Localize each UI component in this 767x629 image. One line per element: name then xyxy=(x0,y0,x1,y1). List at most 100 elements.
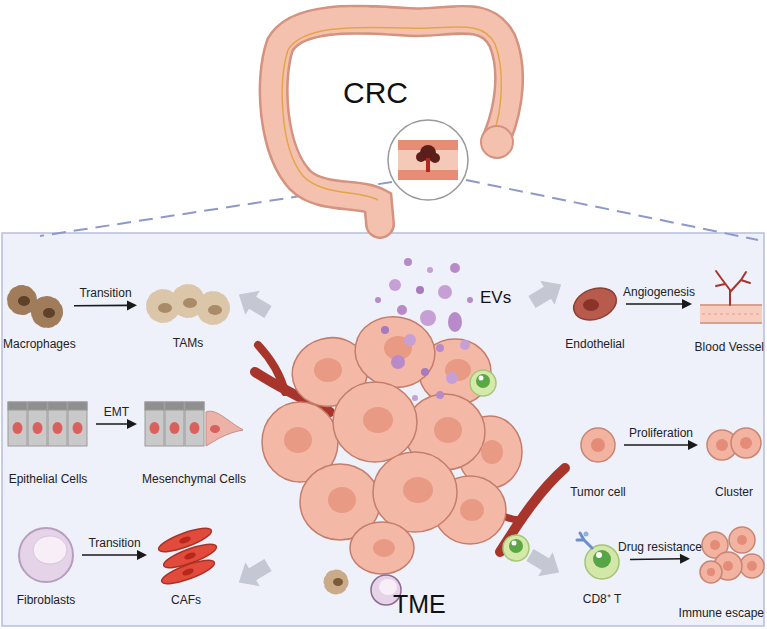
cell-label: TAMs xyxy=(173,336,203,350)
zoom-circle-part xyxy=(388,120,468,200)
small-macrophage-part xyxy=(333,578,343,586)
mesenchymal-cell-part xyxy=(145,402,164,446)
cell-label: CAFs xyxy=(171,593,201,607)
epithelial-cell-part xyxy=(8,402,27,446)
colon-part xyxy=(274,20,509,224)
arrow-head xyxy=(688,440,698,450)
cell-node: Macrophages xyxy=(6,285,66,327)
zoom-dash-part xyxy=(466,180,758,240)
ev-dots-part xyxy=(404,258,412,266)
caf-cell-part xyxy=(181,567,194,577)
spread-arrow-part xyxy=(232,553,276,595)
tumor-nucleus-part xyxy=(314,358,342,382)
epithelial-cell-part xyxy=(13,422,23,434)
ev-dots-part xyxy=(427,267,433,273)
colon xyxy=(274,20,513,224)
ev-dots-part xyxy=(467,297,473,303)
arrow-line xyxy=(624,444,690,446)
tumor-nucleus-part xyxy=(403,477,433,503)
cd8-cell-part xyxy=(593,550,611,568)
epithelial-cell-part xyxy=(33,422,43,434)
cell-label: Macrophages xyxy=(3,337,76,351)
organ-label: CRC xyxy=(343,76,408,110)
spread-arrow xyxy=(232,272,569,594)
blood-vessel-part xyxy=(700,322,762,324)
zoom-circle xyxy=(388,120,468,200)
ev-dots-part xyxy=(412,395,418,401)
tam-cell-part xyxy=(158,303,172,313)
cell-label: Tumor cell xyxy=(570,485,626,499)
cell-node: CD8⁺ T xyxy=(582,536,622,584)
endothelial-cell xyxy=(569,282,621,325)
escape-cluster xyxy=(700,527,764,583)
tumor-cluster xyxy=(262,311,522,574)
transition-arrow xyxy=(74,300,137,310)
arrow-head xyxy=(127,300,137,310)
ev-dots-part xyxy=(416,286,424,294)
t-cell-part xyxy=(470,370,496,396)
caf-cell-part xyxy=(178,535,191,545)
cd8-cell-part xyxy=(584,532,589,537)
ev-dots-part xyxy=(448,312,462,332)
process-label: Drug resistance xyxy=(618,540,702,554)
transition-arrow xyxy=(82,550,147,560)
cell-label: Blood Vessel xyxy=(695,340,764,354)
blood-vessel xyxy=(700,271,762,323)
region-label: EVs xyxy=(480,288,511,308)
fibroblast-cell-part xyxy=(19,528,73,582)
cell-node: Endothelial xyxy=(572,285,618,323)
tumor-nucleus-part xyxy=(284,427,312,453)
cell-node: CAFs xyxy=(155,527,217,583)
tam-cell-part xyxy=(208,305,222,315)
ev-dots-part xyxy=(397,305,407,315)
transition-arrow xyxy=(626,299,692,309)
t-cell-part xyxy=(476,374,490,388)
blood-vessel-part xyxy=(700,305,762,323)
spread-arrow-part xyxy=(523,543,567,585)
ev-dots-part xyxy=(436,344,444,352)
escape-cluster-part xyxy=(710,540,720,550)
tumor-cluster-part xyxy=(373,452,457,532)
escape-cluster-part xyxy=(737,535,747,545)
blood-vessel-part xyxy=(702,314,760,315)
macrophage-cell-part xyxy=(11,289,33,311)
caf-cell-part xyxy=(183,551,196,561)
ev-dots xyxy=(375,258,473,401)
epithelial-cell-part xyxy=(28,402,47,410)
arrow-head xyxy=(682,299,692,309)
epithelial-cell xyxy=(8,402,87,446)
tumor-nucleus-part xyxy=(481,440,503,464)
transition-arrow xyxy=(630,554,690,564)
ev-dots-part xyxy=(421,368,429,376)
epithelial-cell-part xyxy=(68,402,87,410)
tumor-vessel-part xyxy=(258,345,285,392)
mesenchymal-cell xyxy=(145,402,243,446)
cell-node: TAMs xyxy=(145,284,231,326)
mesenchymal-cell-part xyxy=(170,422,180,434)
tumor-nucleus-part xyxy=(363,407,393,433)
epithelial-cell-part xyxy=(68,402,87,446)
cluster-cell-part xyxy=(740,437,752,449)
escape-cluster-part xyxy=(740,554,764,578)
t-cell-part xyxy=(509,539,523,553)
tumor-nucleus-part xyxy=(373,539,395,557)
tumor-nucleus-part xyxy=(328,487,356,513)
zoom-circle-part xyxy=(426,158,430,172)
arrow-head xyxy=(127,419,137,429)
cell-node: Epithelial Cells xyxy=(8,402,88,446)
tumor-cell xyxy=(581,428,615,462)
ev-dots-part xyxy=(389,279,401,291)
zoom-circle-part xyxy=(398,140,458,180)
mesenchymal-cell-part xyxy=(185,402,204,410)
ev-dots-part xyxy=(436,391,444,399)
zoom-circle-part xyxy=(430,153,440,163)
tumor-nucleus xyxy=(284,336,503,557)
epithelial-cell-part xyxy=(48,402,67,446)
process-label: Proliferation xyxy=(629,426,693,440)
t-cell-part xyxy=(479,376,484,381)
tam-cell xyxy=(150,288,226,321)
mesenchymal-cell-part xyxy=(165,402,184,410)
region-label: TME xyxy=(393,590,446,619)
endothelial-cell-part xyxy=(583,299,599,311)
colon-part xyxy=(282,27,501,200)
